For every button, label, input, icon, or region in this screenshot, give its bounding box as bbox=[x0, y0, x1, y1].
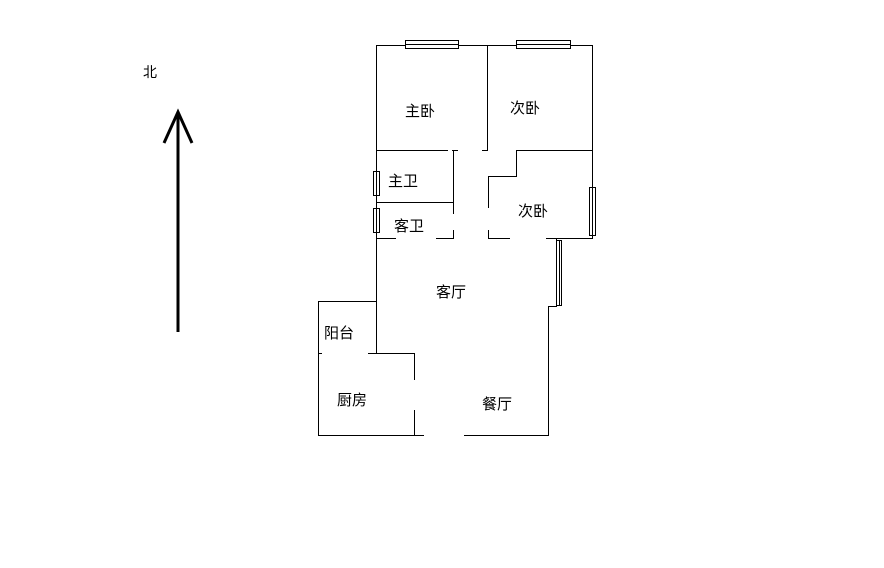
room-label-kitchen: 厨房 bbox=[337, 391, 367, 409]
north-arrow-icon bbox=[162, 108, 194, 332]
window-second-bedroom-north bbox=[516, 40, 571, 49]
window-living-room-east bbox=[556, 240, 562, 306]
room-label-guest-bath: 客卫 bbox=[394, 217, 424, 235]
north-label: 北 bbox=[143, 65, 157, 81]
room-labels: 主卧 次卧 主卫 客卫 次卧 客厅 阳台 厨房 餐厅 bbox=[324, 99, 548, 413]
room-label-balcony: 阳台 bbox=[324, 324, 354, 342]
window-master-bath bbox=[373, 171, 380, 196]
room-label-second-bedroom-north: 次卧 bbox=[510, 99, 540, 117]
window-guest-bath bbox=[373, 208, 380, 233]
window-second-bedroom-east bbox=[589, 187, 596, 236]
walls bbox=[318, 45, 593, 436]
windows bbox=[373, 40, 596, 306]
room-label-master-bedroom: 主卧 bbox=[405, 102, 435, 120]
room-label-dining-room: 餐厅 bbox=[482, 395, 512, 413]
room-label-master-bath: 主卫 bbox=[388, 172, 418, 190]
window-master-bedroom bbox=[405, 40, 459, 49]
room-label-second-bedroom-east: 次卧 bbox=[518, 202, 548, 220]
room-label-living-room: 客厅 bbox=[436, 283, 466, 301]
